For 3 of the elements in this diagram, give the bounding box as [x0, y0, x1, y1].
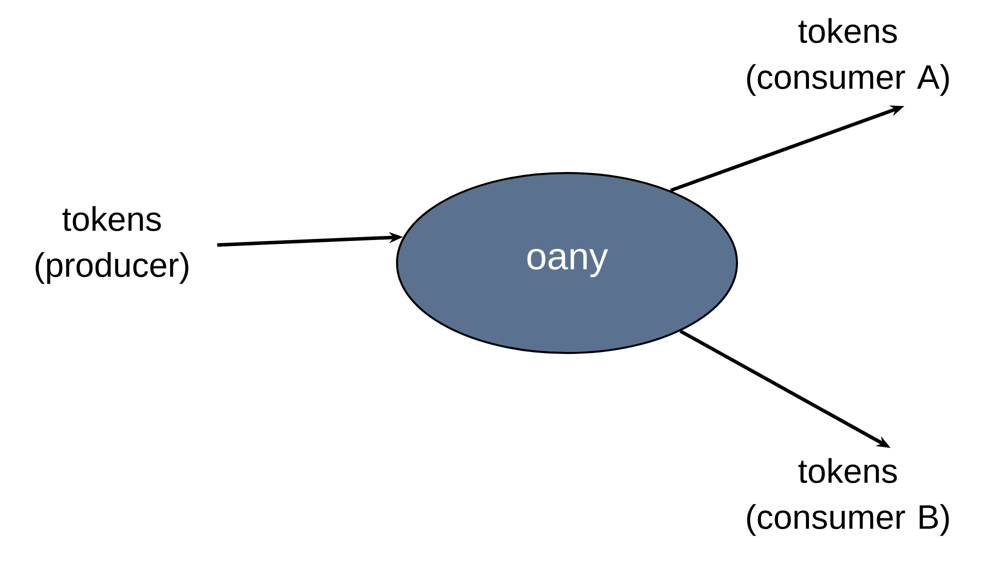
node-label: tokens (producer): [36, 206, 188, 284]
node-label: tokens (consumer B): [747, 458, 949, 536]
node-label: tokens (consumer A): [747, 18, 949, 96]
